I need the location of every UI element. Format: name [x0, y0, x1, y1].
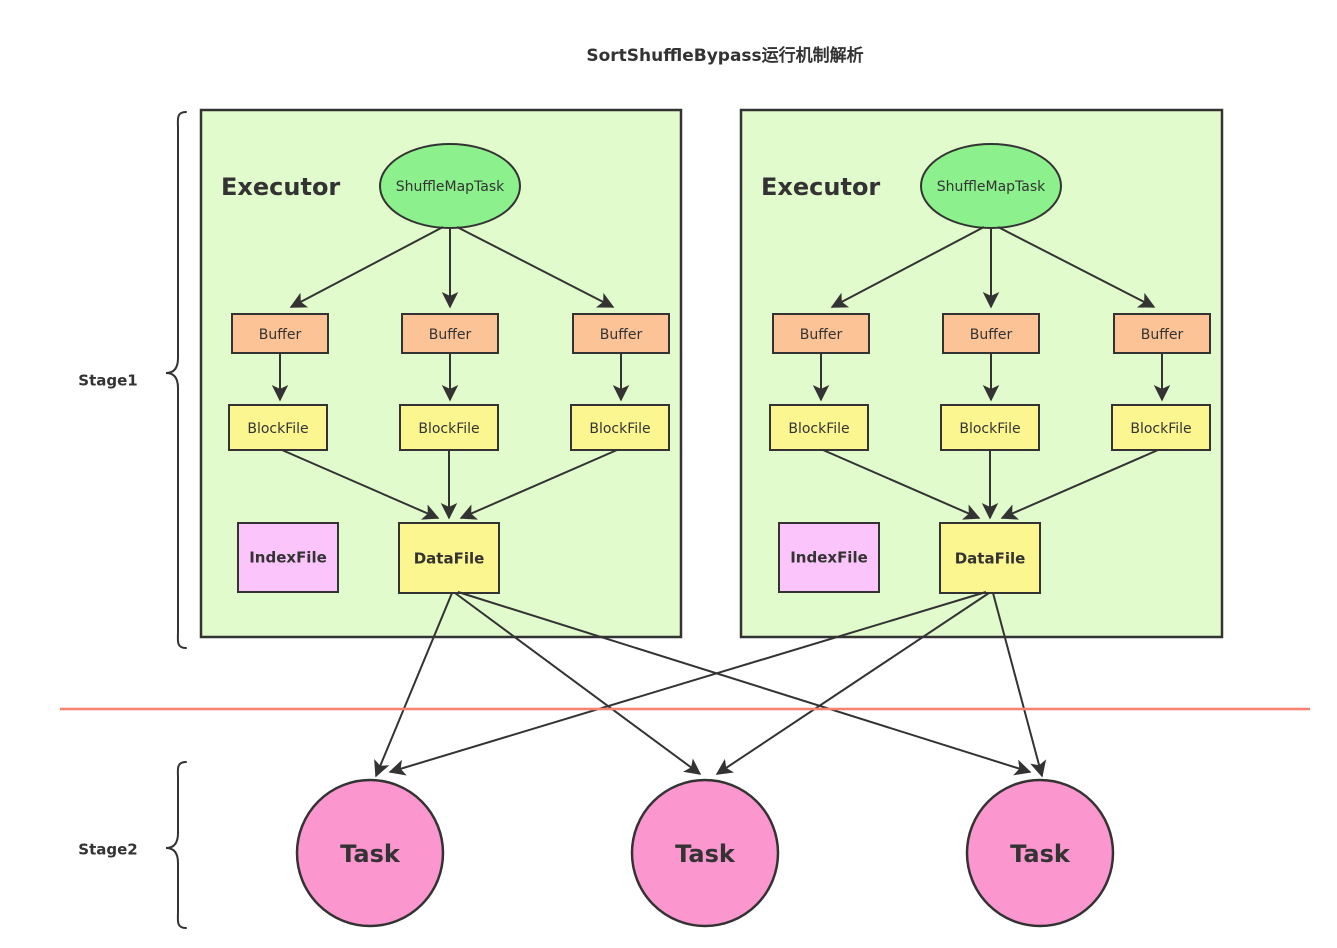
edge-datafile-left-task-2: [454, 592, 702, 775]
edge-datafile-right-task-2: [715, 592, 990, 775]
blockfile-right-3: BlockFile: [1111, 404, 1211, 451]
task-2: Task: [630, 778, 780, 928]
stage1-brace: [165, 111, 187, 649]
shuffle-edges-left: [374, 591, 1032, 778]
edge-datafile-right-task-1: [388, 591, 987, 776]
executor-left: Executor ShuffleMapTask Buffer Buffer Bu…: [199, 108, 683, 639]
indexfile-box: [237, 522, 339, 593]
buffer-right-1: Buffer: [772, 313, 870, 354]
edge-datafile-left-task-1: [374, 592, 453, 778]
task-circle: [295, 778, 445, 928]
edge-blockfile-datafile-3-left: [459, 449, 618, 520]
buffer-label: Buffer: [429, 327, 472, 343]
edge-datafile-left-task-3: [457, 591, 1032, 776]
executor-left-label: Executor: [221, 173, 340, 201]
blockfile-label: BlockFile: [418, 421, 479, 437]
shufflemaptask-ellipse-left: [379, 143, 521, 229]
buffer-label: Buffer: [800, 327, 843, 343]
edge-blockfile-datafile-1-left: [281, 449, 440, 520]
stage2-group: Stage2: [78, 761, 187, 929]
buffer-label: Buffer: [970, 327, 1013, 343]
stage1-group: Stage1: [78, 111, 187, 649]
indexfile-label: IndexFile: [249, 549, 327, 567]
edge-blockfile-datafile-3-right: [1000, 449, 1159, 520]
buffer-box: [231, 313, 329, 354]
blockfile-box: [228, 404, 328, 451]
blockfile-label: BlockFile: [589, 421, 650, 437]
edge-blockfile-datafile-1-right: [822, 449, 981, 520]
datafile-box: [939, 522, 1041, 594]
buffer-right-3: Buffer: [1113, 313, 1211, 354]
datafile-box: [398, 522, 500, 594]
edge-smt-buffer-3-left: [456, 226, 615, 308]
task-label: Task: [340, 840, 401, 868]
blockfile-label: BlockFile: [959, 421, 1020, 437]
task-circle: [630, 778, 780, 928]
indexfile-box: [778, 522, 880, 593]
buffer-box: [942, 313, 1040, 354]
buffer-box: [772, 313, 870, 354]
blockfile-label: BlockFile: [247, 421, 308, 437]
blockfile-left-3: BlockFile: [570, 404, 670, 451]
buffer-label: Buffer: [1141, 327, 1184, 343]
blockfile-right-1: BlockFile: [769, 404, 869, 451]
datafile-right: DataFile: [939, 522, 1041, 594]
shufflemaptask-ellipse-right: [920, 143, 1062, 229]
buffer-label: Buffer: [259, 327, 302, 343]
edge-datafile-right-task-3: [992, 592, 1047, 778]
blockfile-label: BlockFile: [788, 421, 849, 437]
shufflemaptask-label-right: ShuffleMapTask: [937, 179, 1046, 195]
shuffle-edges-right: [388, 591, 1047, 778]
stage2-brace: [165, 761, 187, 929]
buffer-label: Buffer: [600, 327, 643, 343]
buffer-right-2: Buffer: [942, 313, 1040, 354]
shufflemaptask-label-left: ShuffleMapTask: [396, 179, 505, 195]
indexfile-label: IndexFile: [790, 549, 868, 567]
blockfile-box: [769, 404, 869, 451]
page-title: SortShuffleBypass运行机制解析: [586, 45, 863, 66]
indexfile-right: IndexFile: [778, 522, 880, 593]
task-1: Task: [295, 778, 445, 928]
datafile-left: DataFile: [398, 522, 500, 594]
buffer-left-3: Buffer: [572, 313, 670, 354]
buffer-left-1: Buffer: [231, 313, 329, 354]
indexfile-left: IndexFile: [237, 522, 339, 593]
buffer-left-2: Buffer: [401, 313, 499, 354]
executor-right: Executor ShuffleMapTask Buffer Buffer Bu…: [739, 108, 1224, 639]
task-label: Task: [1010, 840, 1071, 868]
blockfile-left-1: BlockFile: [228, 404, 328, 451]
datafile-label: DataFile: [955, 550, 1026, 568]
stage1-label: Stage1: [78, 372, 137, 390]
task-circle: [965, 778, 1115, 928]
buffer-box: [401, 313, 499, 354]
edge-smt-buffer-1-right: [830, 226, 985, 308]
task-3: Task: [965, 778, 1115, 928]
blockfile-box: [940, 404, 1040, 451]
blockfile-left-2: BlockFile: [399, 404, 499, 451]
blockfile-right-2: BlockFile: [940, 404, 1040, 451]
edge-smt-buffer-1-left: [289, 226, 444, 308]
task-label: Task: [675, 840, 736, 868]
blockfile-box: [1111, 404, 1211, 451]
stage2-label: Stage2: [78, 841, 137, 859]
edge-smt-buffer-3-right: [997, 226, 1156, 308]
blockfile-label: BlockFile: [1130, 421, 1191, 437]
datafile-label: DataFile: [414, 550, 485, 568]
buffer-box: [1113, 313, 1211, 354]
blockfile-box: [570, 404, 670, 451]
executor-right-label: Executor: [761, 173, 880, 201]
